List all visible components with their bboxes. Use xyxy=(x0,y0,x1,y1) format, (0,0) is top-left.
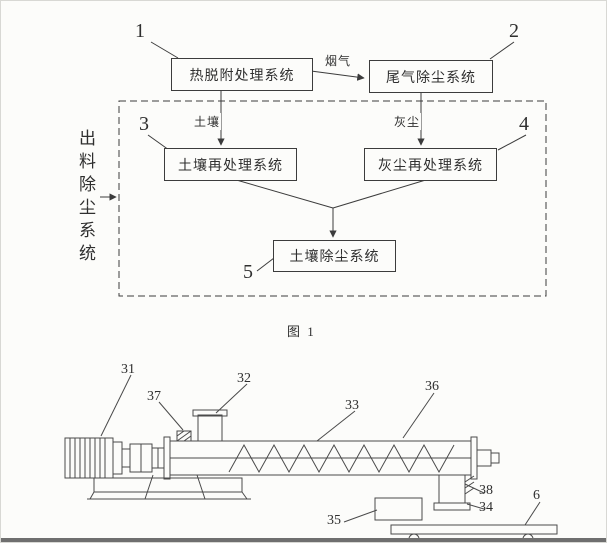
edge-label-flue-gas: 烟气 xyxy=(324,52,353,69)
window-bottom-edge xyxy=(1,538,606,542)
box-tailgas-dedust: 尾气除尘系统 xyxy=(369,60,493,93)
leader-33 xyxy=(316,410,356,442)
side-label-discharge-dedust-system: 出料除尘系统 xyxy=(76,129,95,267)
box-dust-reprocess: 灰尘再处理系统 xyxy=(364,148,497,181)
motor-body xyxy=(64,437,114,479)
box-soil-reprocess: 土壤再处理系统 xyxy=(164,148,297,181)
leader-36 xyxy=(402,392,435,439)
part-label-38: 38 xyxy=(479,483,493,498)
part-label-6: 6 xyxy=(533,488,540,503)
part-label-31: 31 xyxy=(121,362,135,377)
leader-6 xyxy=(524,501,541,526)
leader-31 xyxy=(100,374,132,437)
part-label-34: 34 xyxy=(479,500,493,515)
leader-37 xyxy=(158,401,184,431)
end-bearing xyxy=(476,449,492,467)
part-label-35: 35 xyxy=(327,513,341,528)
motor-base xyxy=(93,477,243,493)
tube-support xyxy=(144,474,206,500)
part-label-32: 32 xyxy=(237,371,251,386)
trolley-platform xyxy=(390,524,558,535)
edge-label-dust: 灰尘 xyxy=(393,113,422,130)
right-flange xyxy=(470,436,478,480)
dashed-boundary xyxy=(118,100,547,297)
ref-num-3: 3 xyxy=(139,113,149,135)
part-label-33: 33 xyxy=(345,398,359,413)
inlet-hopper xyxy=(197,414,223,442)
edge-label-soil: 土壤 xyxy=(193,113,222,130)
ref-num-4: 4 xyxy=(519,113,529,135)
arrow-flue-gas xyxy=(310,70,365,81)
leader-35 xyxy=(343,509,378,523)
box-thermal-desorption: 热脱附处理系统 xyxy=(171,58,313,91)
screw-conveyor-drawing xyxy=(64,374,558,542)
left-flange xyxy=(163,436,171,480)
ref-num-1: 1 xyxy=(135,20,145,42)
inlet-flange xyxy=(192,409,228,417)
box-soil-dedust: 土壤除尘系统 xyxy=(273,240,396,272)
chute-hatch xyxy=(464,475,475,495)
leader-38 xyxy=(464,483,485,494)
motor-fins xyxy=(69,438,106,478)
figure1-caption: 图 1 xyxy=(287,324,316,339)
ref-num-5: 5 xyxy=(243,261,253,283)
screw-spiral xyxy=(228,443,455,474)
part-label-37: 37 xyxy=(147,389,161,404)
leader-32 xyxy=(215,383,248,414)
discharge-flange xyxy=(433,502,471,511)
discharge-chute xyxy=(438,474,466,504)
flowchart-lines xyxy=(100,41,547,297)
leader-34 xyxy=(466,503,485,510)
collector-box xyxy=(374,497,423,521)
part-label-36: 36 xyxy=(425,379,439,394)
ref-num-2: 2 xyxy=(509,20,519,42)
